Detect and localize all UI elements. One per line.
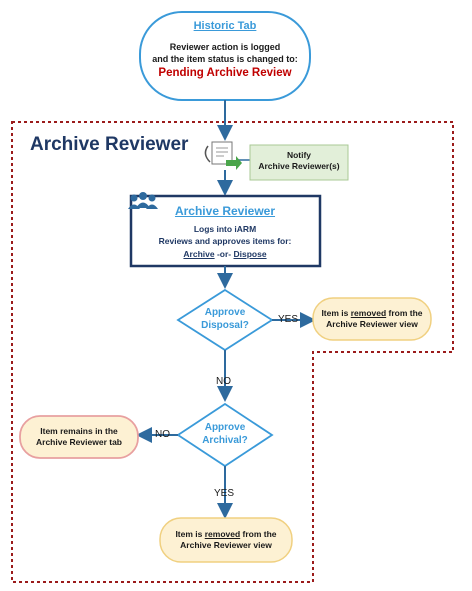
- outcome-2-pre: Item is: [175, 529, 205, 539]
- decision-archival-label: Approve Archival?: [180, 422, 270, 447]
- decision-1-line-1: Approve: [204, 307, 246, 318]
- option-archive: Archive: [183, 249, 215, 259]
- outcome-1-post: from the: [386, 308, 423, 318]
- reviewer-options: Archive -or- Dispose: [130, 249, 320, 260]
- notify-line-2: Archive Reviewer(s): [258, 160, 340, 171]
- reviewer-line-2: Reviews and approves items for:: [158, 236, 292, 246]
- historic-line-2: and the item status is changed to:: [152, 54, 298, 64]
- decision-2-line-1: Approve: [204, 422, 246, 433]
- notify-label: Notify Archive Reviewer(s): [250, 150, 348, 171]
- outcome-removed-2-text: Item is removed from the Archive Reviewe…: [160, 529, 292, 550]
- reviewer-title: Archive Reviewer: [174, 204, 276, 218]
- outcome-remains-box: [19, 415, 139, 459]
- outcome-removed-2-line-2: Archive Reviewer view: [180, 539, 272, 550]
- notify-mail-icon: [204, 141, 242, 170]
- option-dispose: Dispose: [233, 249, 267, 259]
- outcome-remains-line-1: Item remains in the: [40, 426, 118, 436]
- decision-2-line-2: Archival?: [202, 434, 248, 446]
- decision-disposal-label: Approve Disposal?: [180, 307, 270, 332]
- outcome-2-post: from the: [240, 529, 277, 539]
- outcome-removed-2-line-1: Item is removed from the: [160, 529, 292, 540]
- reviewer-line-1: Logs into iARM: [193, 224, 257, 234]
- reviewer-action-box: [129, 194, 322, 268]
- outcome-removed-1-line-1: Item is removed from the: [313, 308, 431, 319]
- historic-line-1: Reviewer action is logged: [169, 42, 281, 52]
- outcome-remains-line-2: Archive Reviewer tab: [36, 436, 122, 447]
- edge-label-yes-2: YES: [214, 488, 235, 499]
- notify-line-1: Notify: [286, 150, 312, 160]
- lane-title: Archive Reviewer: [30, 134, 189, 155]
- outcome-removed-1-line-2: Archive Reviewer view: [326, 318, 418, 329]
- edge-label-no-2: NO: [155, 429, 170, 440]
- outcome-2-em: removed: [204, 529, 241, 539]
- option-separator: -or-: [214, 249, 234, 259]
- edge-label-yes-1: YES: [278, 314, 299, 325]
- lane-boundary: [11, 121, 454, 583]
- edge-label-no-1: NO: [216, 376, 231, 387]
- historic-tab-title: Historic Tab: [193, 20, 257, 32]
- notify-box: [249, 144, 349, 181]
- decision-1-line-2: Disposal?: [201, 319, 249, 331]
- outcome-removed-1-box: [312, 297, 432, 341]
- outcome-1-em: removed: [350, 308, 387, 318]
- outcome-removed-1-text: Item is removed from the Archive Reviewe…: [313, 308, 431, 329]
- outcome-1-pre: Item is: [321, 308, 351, 318]
- reviewer-group-icon: [128, 192, 158, 209]
- outcome-remains-text: Item remains in the Archive Reviewer tab: [20, 426, 138, 447]
- historic-status: Pending Archive Review: [158, 67, 292, 79]
- outcome-removed-2-box: [159, 517, 293, 563]
